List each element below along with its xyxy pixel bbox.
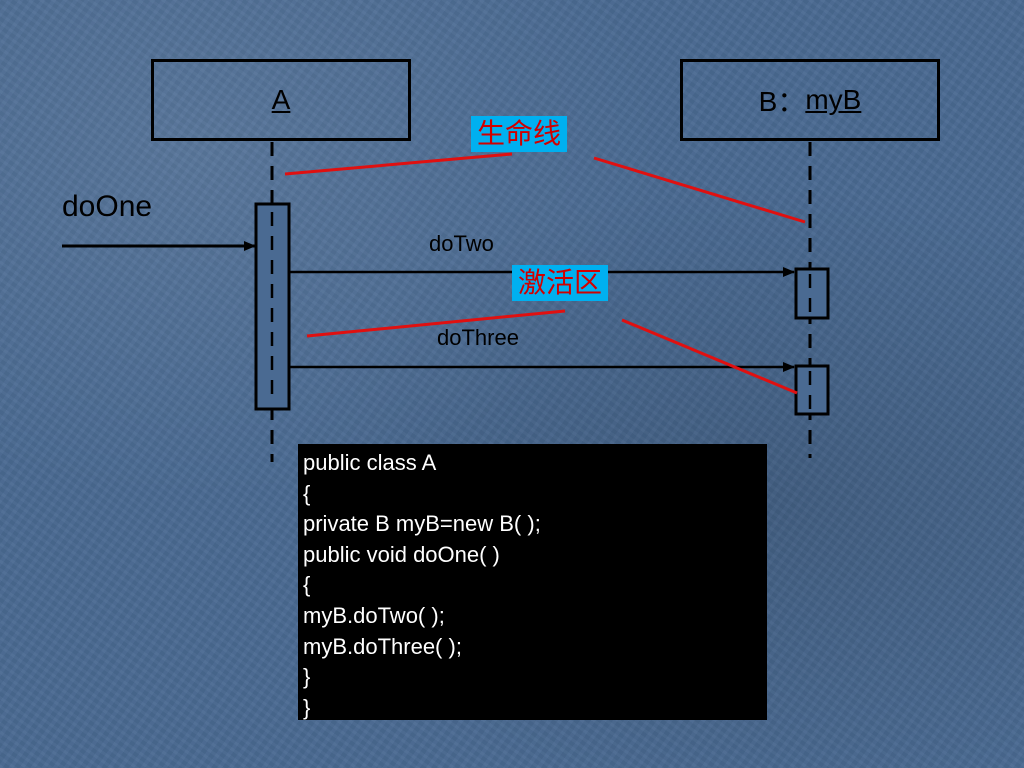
object-b-class-prefix: B： bbox=[758, 86, 806, 117]
activation-box-a bbox=[254, 202, 291, 411]
callout-lifeline: 生命线 bbox=[471, 116, 568, 152]
code-line: { bbox=[303, 480, 311, 506]
code-line: public class A bbox=[303, 450, 437, 475]
object-b-name: myB bbox=[805, 84, 862, 115]
callout-activation: 激活区 bbox=[512, 265, 609, 301]
code-line: myB.doThree( ); bbox=[303, 633, 462, 659]
activation-box-b-dotwo bbox=[794, 267, 830, 320]
object-box-b: B：myB bbox=[680, 59, 940, 141]
code-block: public class A { private B myB=new B( );… bbox=[298, 444, 767, 720]
message-label-dotwo: doTwo bbox=[429, 231, 494, 256]
code-line: myB.doTwo( ); bbox=[303, 602, 445, 628]
code-line: public void doOne( ) bbox=[303, 541, 500, 567]
message-label-doone: doOne bbox=[62, 190, 153, 223]
pointer-lifeline-to-b bbox=[593, 156, 806, 224]
code-line: } bbox=[303, 664, 311, 690]
object-a-label: A bbox=[271, 84, 291, 115]
object-box-a: A bbox=[151, 59, 411, 141]
pointer-activation-to-a bbox=[306, 309, 566, 338]
code-line: } bbox=[303, 694, 311, 720]
message-label-dothree: doThree bbox=[437, 325, 519, 350]
pointer-lifeline-to-a bbox=[284, 152, 513, 176]
pointer-activation-to-b bbox=[621, 318, 798, 395]
code-line: private B myB=new B( ); bbox=[303, 511, 541, 537]
code-line: { bbox=[303, 572, 311, 598]
activation-box-b-dothree bbox=[794, 364, 830, 416]
